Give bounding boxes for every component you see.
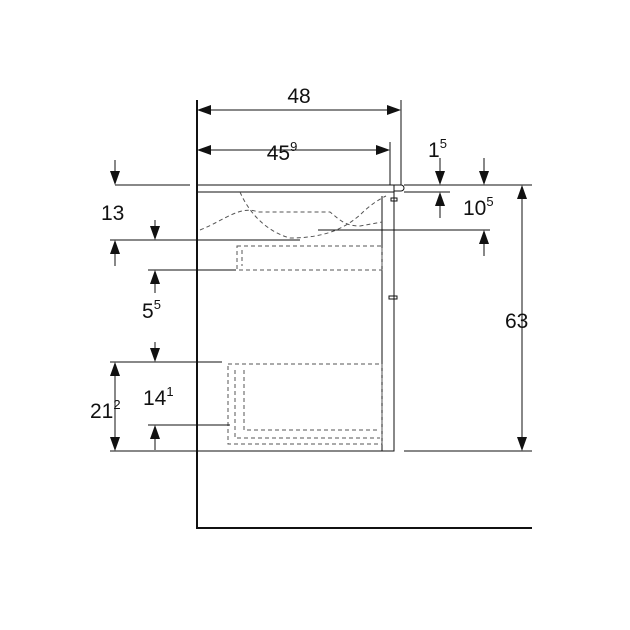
arrow-down [110,437,120,451]
cabinet-body [196,191,395,452]
arrow-down [150,226,160,240]
arrow-up [517,185,527,199]
label-48: 48 [287,85,310,108]
lower-drawer-outline [227,363,383,445]
arrow-down [435,171,445,185]
basin-outline [239,191,387,239]
dim-top-thickness: 15 [428,136,447,218]
label-13: 13 [101,202,124,225]
arrow-down [110,171,120,185]
label-63: 63 [505,310,528,333]
basin-inner [199,209,383,231]
lower-drawer-inner [234,370,380,439]
arrow-right [387,105,401,115]
tap-spout [394,184,405,192]
arrow-up [110,240,120,254]
countertop [196,184,395,193]
dim-drawer-gap: 55 [142,220,161,323]
arrow-up [150,425,160,439]
label-5-5: 55 [142,297,161,323]
label-45-9: 459 [267,139,298,165]
label-10-5: 105 [463,194,494,220]
dim-lower-drawer: 141 [143,342,174,450]
arrow-up [435,192,445,206]
arrow-down [479,171,489,185]
arrow-left [197,105,211,115]
arrow-left [197,145,211,155]
dim-top-offset: 13 [101,160,124,266]
cabinet [196,184,405,452]
upper-handle [390,197,398,202]
wall-and-floor [196,100,532,529]
arrow-up [150,270,160,284]
arrow-down [150,348,160,362]
lower-handle [388,295,398,300]
dim-lower-height: 212 [90,362,121,451]
hidden-geometry [199,191,387,445]
arrow-up [110,362,120,376]
label-21-2: 212 [90,397,121,423]
wall-outline [196,100,532,529]
extension-lines [110,100,532,452]
arrow-down [517,437,527,451]
arrow-up [479,230,489,244]
arrow-right [376,145,390,155]
label-14-1: 141 [143,384,174,410]
dim-height-total: 63 [505,185,528,451]
lower-drawer-inner-2 [243,370,380,431]
dim-width-inner: 459 [197,139,390,165]
label-1-5: 15 [428,136,447,162]
dim-width-outer: 48 [197,85,401,115]
upper-drawer-outline [236,245,383,271]
dim-basin-depth: 105 [463,158,494,256]
